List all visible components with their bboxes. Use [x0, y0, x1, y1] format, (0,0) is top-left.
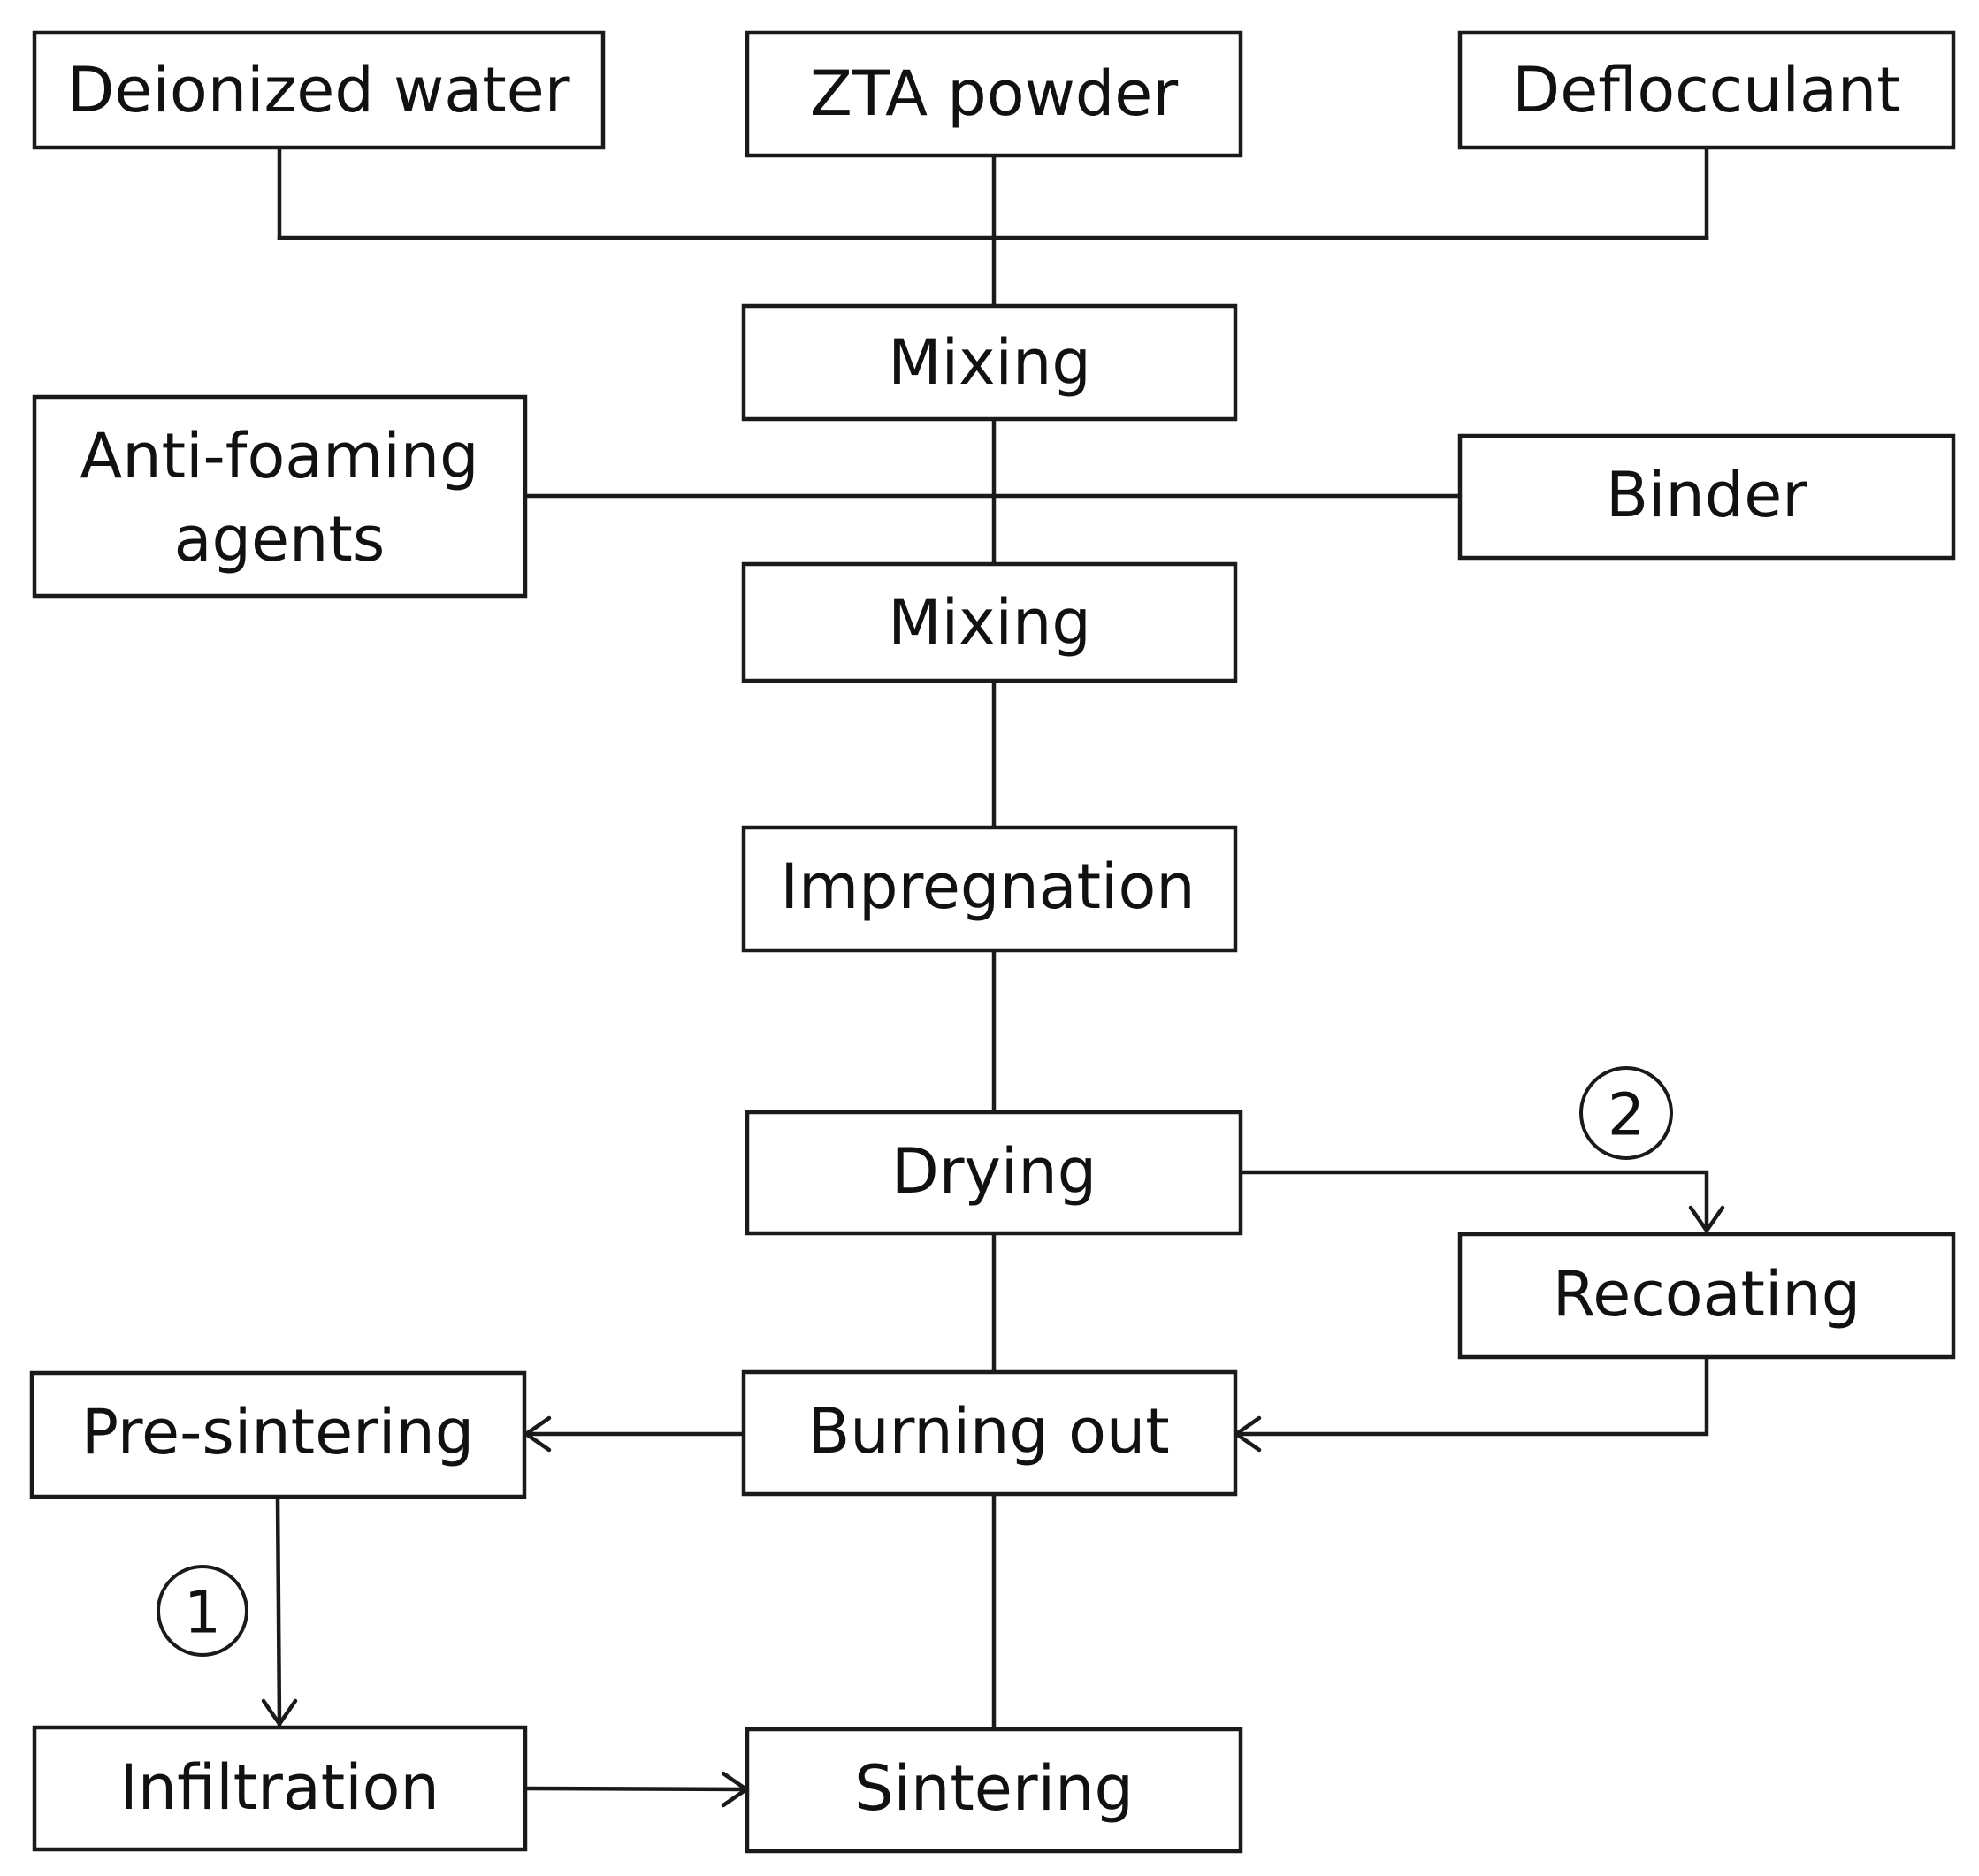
node-label-line-1: Anti-foaming	[80, 420, 478, 492]
node-recoating: Recoating	[1457, 1232, 1956, 1360]
node-binder: Binder	[1457, 433, 1956, 561]
node-zta-powder: ZTA powder	[745, 30, 1243, 158]
node-mixing-2: Mixing	[741, 561, 1238, 683]
route-marker-label: 2	[1608, 1081, 1645, 1149]
node-label: Deflocculant	[1512, 54, 1900, 126]
node-label: Mixing	[888, 586, 1091, 659]
connector-pre-sintering-to-infiltration	[275, 1494, 282, 1727]
arrowhead-infiltration	[261, 1698, 298, 1727]
node-label: Pre-sintering	[81, 1396, 474, 1468]
connectors	[261, 145, 1725, 1808]
node-pre-sintering: Pre-sintering	[29, 1370, 527, 1499]
node-label: Sintering	[854, 1752, 1134, 1825]
connector-drying-to-recoating	[1238, 1170, 1709, 1232]
node-drying: Drying	[745, 1110, 1243, 1236]
node-deflocculant: Deflocculant	[1457, 30, 1956, 150]
node-label: Burning out	[807, 1395, 1169, 1468]
node-label: Mixing	[888, 326, 1091, 399]
connector-infiltration-to-sintering	[523, 1786, 749, 1792]
node-deionized-water: Deionized water	[32, 30, 606, 150]
node-label: Impregnation	[780, 850, 1195, 923]
node-label: Binder	[1606, 459, 1807, 531]
node-anti-foaming-agents: Anti-foaming agents	[32, 394, 528, 599]
route-marker-1: 1	[157, 1565, 248, 1657]
node-sintering: Sintering	[745, 1727, 1243, 1854]
node-burning-out: Burning out	[741, 1369, 1238, 1497]
route-marker-label: 1	[184, 1579, 221, 1647]
node-label: Deionized water	[67, 54, 570, 126]
arrowhead-recoating	[1688, 1205, 1725, 1233]
connector-recoating-to-burning-out	[1234, 1354, 1709, 1437]
node-label: ZTA powder	[810, 57, 1178, 130]
node-label: Recoating	[1553, 1258, 1861, 1331]
node-label: Infiltration	[119, 1751, 439, 1824]
route-marker-2: 2	[1579, 1066, 1673, 1160]
node-label-line-2: agents	[174, 503, 386, 576]
node-label: Drying	[891, 1135, 1096, 1208]
node-infiltration: Infiltration	[32, 1725, 528, 1852]
node-impregnation: Impregnation	[741, 825, 1238, 953]
node-mixing-1: Mixing	[741, 303, 1238, 422]
